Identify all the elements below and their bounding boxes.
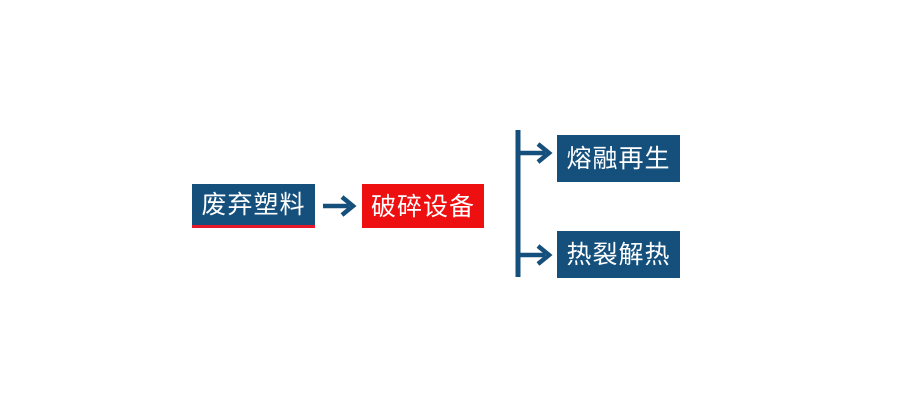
node-waste-plastic-label: 废弃塑料 (201, 190, 306, 219)
node-pyrolysis-label: 热裂解热 (566, 240, 671, 269)
node-melt-regeneration[interactable]: 熔融再生 (557, 135, 680, 182)
node-melt-regeneration-label: 熔融再生 (566, 144, 671, 173)
branch-connector-icon (505, 124, 565, 284)
node-waste-plastic[interactable]: 废弃塑料 (192, 184, 315, 228)
arrow-right-icon (322, 190, 358, 222)
node-crusher[interactable]: 破碎设备 (362, 184, 484, 228)
node-crusher-label: 破碎设备 (370, 191, 475, 221)
node-pyrolysis[interactable]: 热裂解热 (557, 231, 680, 278)
